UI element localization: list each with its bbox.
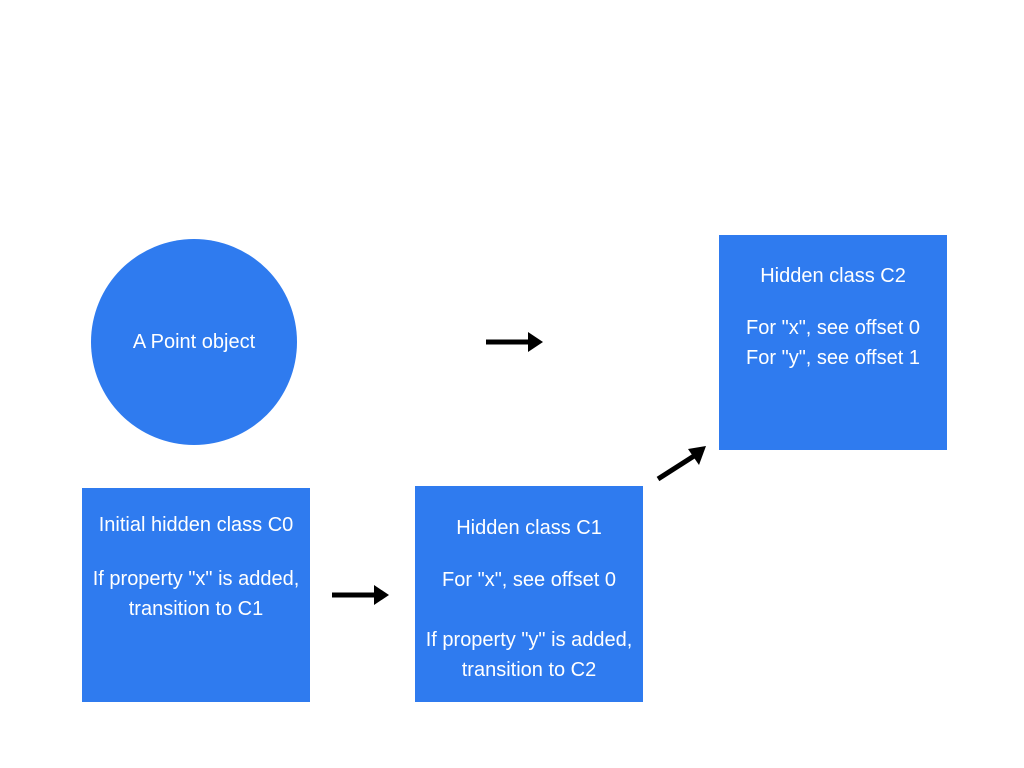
c0-title: Initial hidden class C0 <box>98 514 294 536</box>
c2-title: Hidden class C2 <box>760 265 906 287</box>
hidden-class-c0-node: Initial hidden class C0 If property "x" … <box>82 488 310 702</box>
c1-rule-line1: If property "y" is added, <box>425 629 633 651</box>
c2-offset-y: For "y", see offset 1 <box>746 347 920 369</box>
arrow-point-to-c2 <box>486 332 543 352</box>
c1-title: Hidden class C1 <box>456 517 602 539</box>
c2-offset-x: For "x", see offset 0 <box>746 317 920 339</box>
point-object-node: A Point object <box>91 239 297 445</box>
point-object-label: A Point object <box>132 331 256 353</box>
c0-rule-line1: If property "x" is added, <box>92 568 300 590</box>
arrow-c1-to-c2 <box>656 446 706 482</box>
arrow-c0-to-c1 <box>332 585 389 605</box>
c0-rule-line2: transition to C1 <box>128 598 264 620</box>
c1-offset-x: For "x", see offset 0 <box>442 569 616 591</box>
c1-rule-line2: transition to C2 <box>461 659 597 681</box>
hidden-class-c2-node: Hidden class C2 For "x", see offset 0 Fo… <box>719 235 947 450</box>
hidden-class-c1-node: Hidden class C1 For "x", see offset 0 If… <box>415 486 643 702</box>
